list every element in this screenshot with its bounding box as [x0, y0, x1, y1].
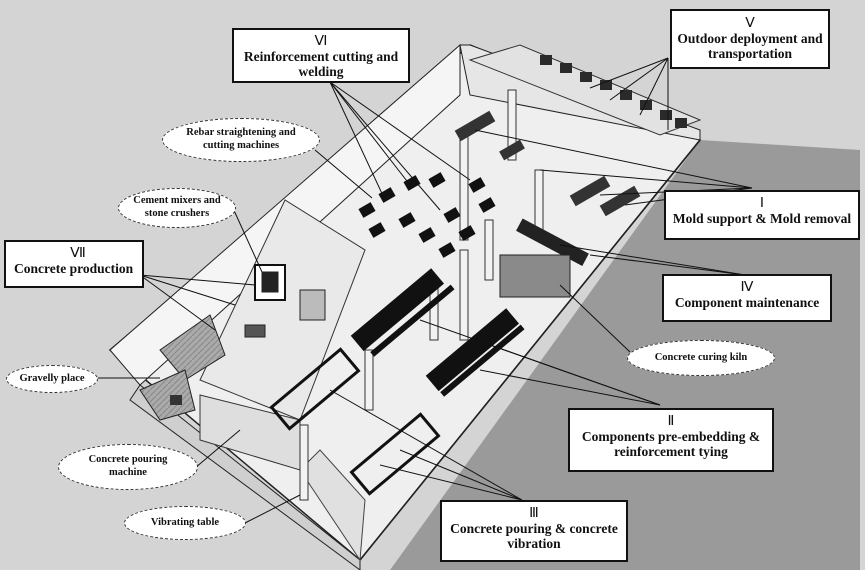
pouring-tables — [269, 347, 441, 496]
zone-title: Concrete production — [14, 261, 134, 277]
zone-title: Component maintenance — [674, 295, 820, 311]
zone-title: Mold support & Mold removal — [672, 211, 852, 227]
outdoor-platform — [468, 44, 702, 136]
zone-number: Ⅴ — [745, 16, 755, 31]
pre-embedding-tables — [350, 268, 525, 397]
rebar-machines — [358, 172, 496, 258]
zone-number: Ⅱ — [667, 414, 675, 429]
zone-label-i: Ⅰ Mold support & Mold removal — [664, 190, 860, 240]
zone-number: Ⅰ — [759, 196, 765, 211]
outdoor-trucks — [540, 55, 687, 128]
maintenance-racks — [499, 218, 589, 298]
leader-lines — [96, 57, 753, 524]
zone-number: Ⅲ — [529, 506, 539, 521]
zone-label-vii: Ⅶ Concrete production — [4, 240, 144, 288]
equipment-label-gravel: Gravelly place — [6, 365, 98, 393]
zone-label-v: Ⅴ Outdoor deployment and transportation — [670, 9, 830, 69]
zone-label-ii: Ⅱ Components pre-embedding & reinforceme… — [568, 408, 774, 472]
zone-title: Components pre-embedding & reinforcement… — [581, 429, 761, 460]
equipment-label-cement: Cement mixers and stone crushers — [118, 188, 236, 228]
zone-label-vi: Ⅵ Reinforcement cutting and welding — [232, 28, 410, 83]
zone-number: Ⅶ — [70, 246, 86, 261]
zone-number: Ⅵ — [314, 34, 328, 49]
equipment-label-vibrating-table: Vibrating table — [124, 506, 246, 540]
zone-title: Concrete pouring & concrete vibration — [450, 521, 618, 552]
mixers — [244, 264, 326, 338]
gravel-hoppers — [139, 314, 226, 421]
zone-number: Ⅳ — [740, 280, 754, 295]
zone-label-iii: Ⅲ Concrete pouring & concrete vibration — [440, 500, 628, 562]
equipment-label-pouring-machine: Concrete pouring machine — [58, 444, 198, 490]
equipment-label-rebar: Rebar straightening and cutting machines — [162, 118, 320, 162]
zone-label-iv: Ⅳ Component maintenance — [662, 274, 832, 322]
equipment-label-curing-kiln: Concrete curing kiln — [627, 340, 775, 376]
zone-title: Outdoor deployment and transportation — [677, 31, 823, 62]
mold-equipment — [454, 110, 641, 217]
zone-title: Reinforcement cutting and welding — [243, 49, 399, 80]
